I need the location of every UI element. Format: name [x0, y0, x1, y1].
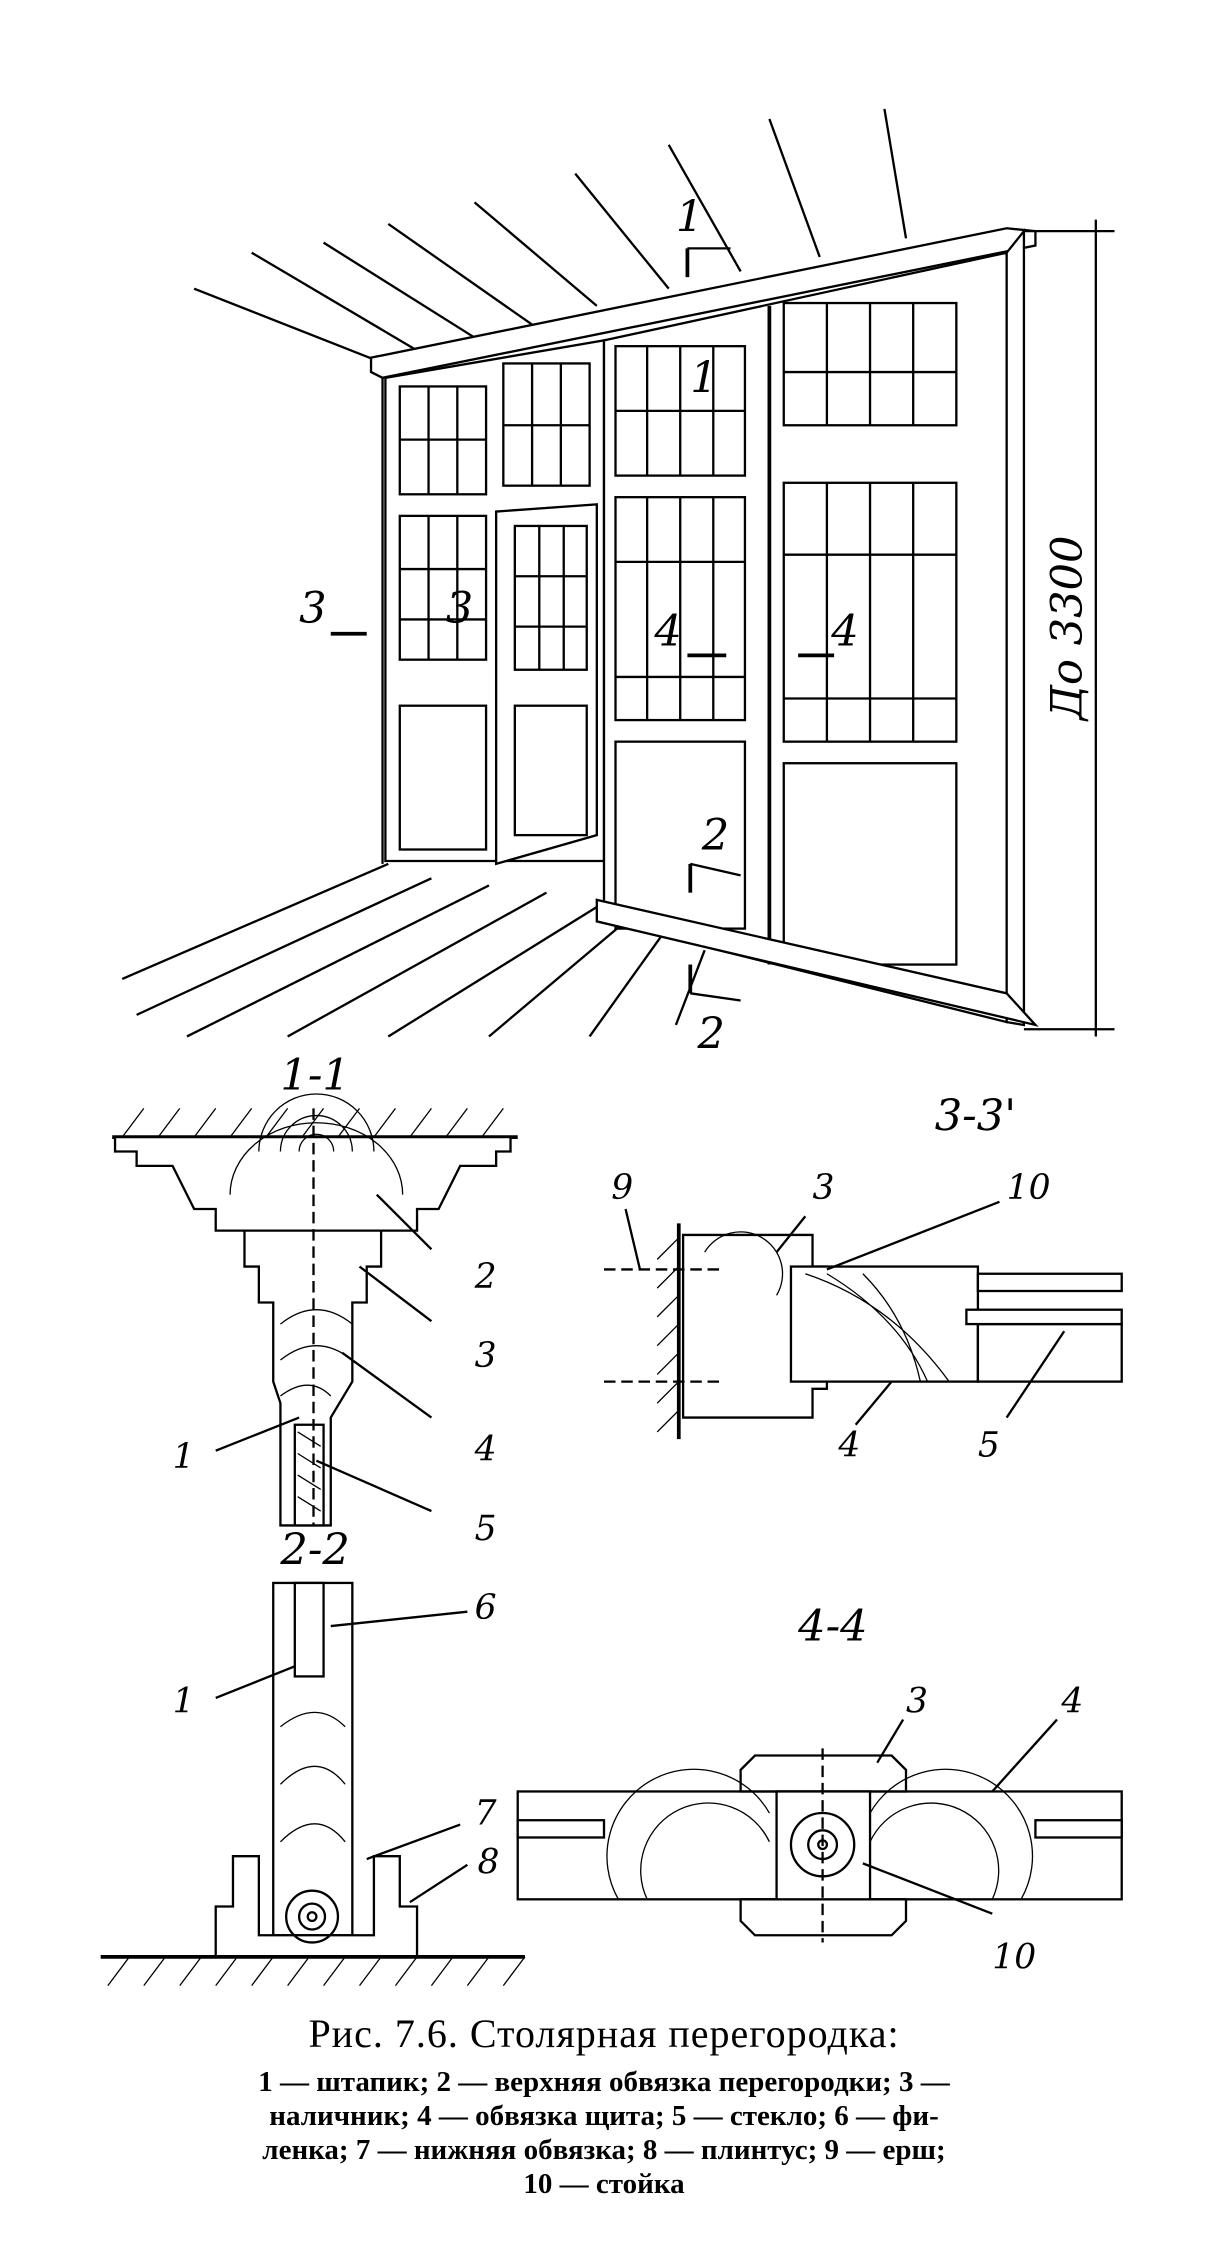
perspective-view: До 3300 1 1 3 3 4 4 2 2: [121, 108, 1115, 1059]
section-2-2: 2-2 6 1 7 8: [100, 1525, 526, 1986]
cut-label-3b: 3: [446, 583, 473, 633]
section-1-1: 1-1 2 3 4 1 5: [112, 1051, 518, 1549]
cut-label-3: 3: [299, 583, 326, 633]
cut-label-1: 1: [676, 192, 703, 242]
section-title-3-3: 3-3': [935, 1091, 1016, 1141]
section-3-3: 3-3' 9 3 10 4 5: [604, 1091, 1123, 1465]
caption-line: наличник; 4 — обвязка щита; 5 — стекло; …: [269, 2100, 939, 2132]
front-window-grid: [615, 303, 957, 742]
cut-label-1b: 1: [690, 353, 717, 403]
callout-1: 1: [173, 1437, 195, 1477]
callout-3d: 3: [906, 1681, 928, 1721]
section-title-1-1: 1-1: [280, 1051, 349, 1101]
height-dimension: До 3300: [1023, 219, 1115, 1037]
section-title-2-2: 2-2: [279, 1525, 349, 1575]
caption-line: 10 — стойка: [523, 2168, 685, 2200]
cut-label-2b: 2: [696, 1009, 724, 1059]
callout-2: 2: [474, 1257, 497, 1297]
ceiling-lines: [193, 108, 908, 362]
section-4-4: 4-4 3 4 10: [516, 1601, 1123, 1977]
leaders-1-1: [215, 1193, 433, 1513]
callout-5: 5: [475, 1509, 497, 1549]
callout-4: 4: [474, 1430, 497, 1470]
cut-label-4b: 4: [830, 606, 858, 656]
callout-4c: 4: [837, 1425, 860, 1465]
callout-6: 6: [475, 1588, 497, 1628]
caption-title: Рис. 7.6. Столярная перегородка:: [308, 2011, 900, 2056]
cut-label-2: 2: [701, 811, 729, 861]
callout-1b: 1: [173, 1681, 195, 1721]
callout-10: 10: [1007, 1168, 1051, 1208]
section-title-4-4: 4-4: [797, 1601, 867, 1651]
callout-4d: 4: [1060, 1681, 1083, 1721]
cut-label-4: 4: [653, 606, 681, 656]
callout-5c: 5: [978, 1425, 1000, 1465]
cut-markers: 1 1 3 3 4 4 2 2: [299, 192, 859, 1059]
caption-line: 1 — штапик; 2 — верхняя обвязка перегоро…: [258, 2066, 950, 2098]
dimension-label: До 3300: [1042, 536, 1092, 722]
back-window-grid: [399, 363, 590, 670]
callout-3: 3: [475, 1336, 497, 1376]
callout-9: 9: [611, 1168, 633, 1208]
callout-10d: 10: [992, 1937, 1036, 1977]
caption-line: ленка; 7 — нижняя обвязка; 8 — плинтус; …: [262, 2134, 946, 2166]
figure-caption: Рис. 7.6. Столярная перегородка: 1 — шта…: [0, 2010, 1208, 2201]
callout-7: 7: [475, 1794, 497, 1834]
callout-8: 8: [477, 1842, 499, 1882]
callout-3c: 3: [813, 1168, 835, 1208]
